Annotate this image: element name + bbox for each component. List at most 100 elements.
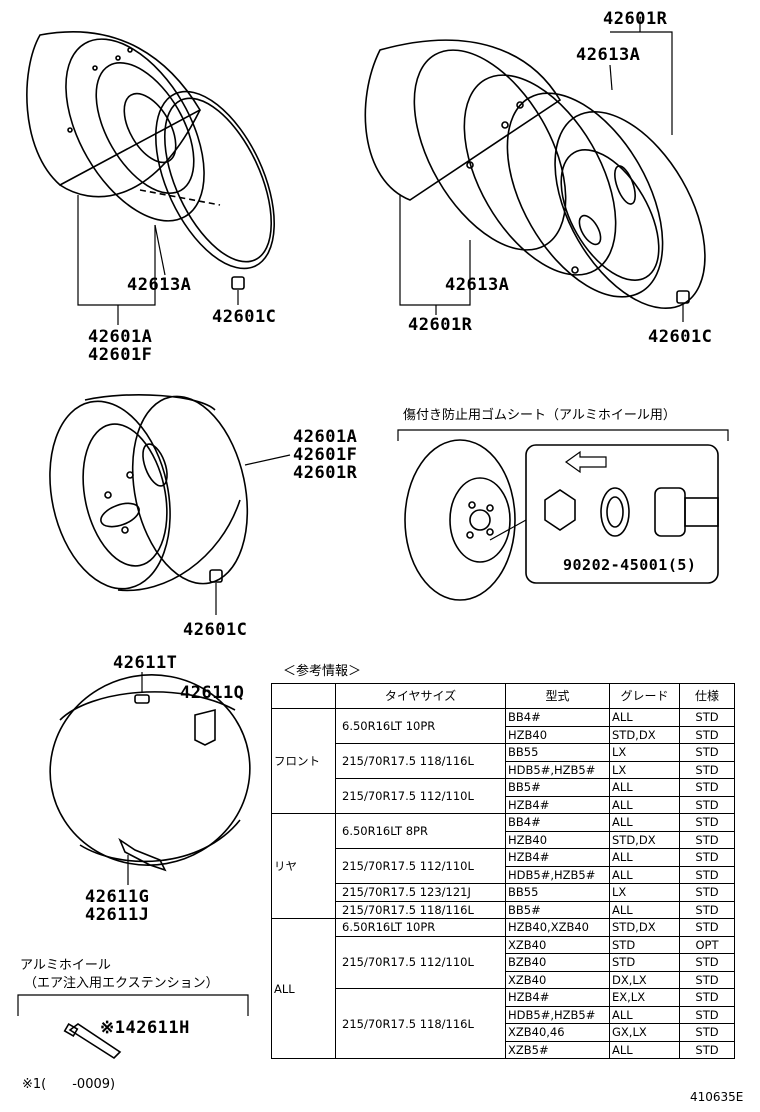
part-label-42601r-tr-top: 42601R	[603, 9, 668, 29]
table-header-row: タイヤサイズ 型式 グレード 仕様	[271, 683, 735, 709]
table-size-cell: 215/70R17.5 112/110L	[335, 848, 506, 884]
table-grade-cell: ALL	[609, 1040, 680, 1059]
part-label-42601a-tl: 42601A	[88, 327, 153, 347]
table-spec-cell: STD	[679, 883, 735, 902]
table-size-cell: 215/70R17.5 118/116L	[335, 988, 506, 1059]
ext-title-2: （エア注入用エクステンション）	[24, 976, 219, 991]
table-grade-cell: STD,DX	[609, 725, 680, 744]
table-group-cell: ALL	[271, 918, 336, 1059]
table-spec-cell: STD	[679, 988, 735, 1007]
tl-wheel-drawing	[26, 31, 275, 325]
header-grade: グレード	[609, 683, 680, 709]
table-model-cell: BB55	[505, 883, 610, 902]
part-label-42611q: 42611Q	[180, 683, 245, 703]
part-label-42601c-tr: 42601C	[648, 327, 713, 347]
header-tire-size: タイヤサイズ	[335, 683, 506, 709]
table-model-cell: HDB5#,HZB5#	[505, 1005, 610, 1024]
table-model-cell: BB5#	[505, 778, 610, 797]
table-model-cell: BB4#	[505, 708, 610, 727]
header-model: 型式	[505, 683, 610, 709]
part-label-42601f-tl: 42601F	[88, 345, 153, 365]
table-model-cell: BB4#	[505, 813, 610, 832]
table-size-cell: 215/70R17.5 123/121J	[335, 883, 506, 902]
table-grade-cell: STD,DX	[609, 830, 680, 849]
table-size-cell: 215/70R17.5 112/110L	[335, 935, 506, 989]
header-blank	[271, 683, 336, 709]
table-size-cell: 6.50R16LT 8PR	[335, 813, 506, 849]
diagram-id: 410635E	[690, 1090, 744, 1104]
table-spec-cell: STD	[679, 795, 735, 814]
table-grade-cell: ALL	[609, 900, 680, 919]
table-model-cell: XZB40	[505, 970, 610, 989]
table-spec-cell: STD	[679, 953, 735, 972]
reference-info-title: ＜参考情報＞	[283, 664, 362, 679]
table-spec-cell: STD	[679, 830, 735, 849]
table-size-cell: 215/70R17.5 118/116L	[335, 743, 506, 779]
part-label-42601c-tl: 42601C	[212, 307, 277, 327]
table-grade-cell: STD	[609, 935, 680, 954]
table-grade-cell: ALL	[609, 865, 680, 884]
table-spec-cell: STD	[679, 865, 735, 884]
table-spec-cell: STD	[679, 970, 735, 989]
table-model-cell: HZB40	[505, 725, 610, 744]
part-label-42601c-ml: 42601C	[183, 620, 248, 640]
table-spec-cell: STD	[679, 900, 735, 919]
table-grade-cell: LX	[609, 883, 680, 902]
part-label-42601r-ml: 42601R	[293, 463, 358, 483]
table-spec-cell: STD	[679, 708, 735, 727]
table-spec-cell: OPT	[679, 935, 735, 954]
header-spec: 仕様	[679, 683, 735, 709]
table-model-cell: HZB40,XZB40	[505, 918, 610, 937]
table-grade-cell: ALL	[609, 795, 680, 814]
table-grade-cell: LX	[609, 760, 680, 779]
part-label-42611t: 42611T	[113, 653, 178, 673]
table-grade-cell: ALL	[609, 813, 680, 832]
table-group-cell: フロント	[271, 708, 336, 814]
table-grade-cell: STD,DX	[609, 918, 680, 937]
part-label-42601a-ml: 42601A	[293, 427, 358, 447]
inset-drawing	[397, 429, 729, 601]
footnote: ※1( -0009)	[22, 1077, 116, 1092]
table-size-cell: 6.50R16LT 10PR	[335, 918, 506, 937]
ext-title-1: アルミホイール	[20, 958, 111, 973]
part-label-90202-45001: 90202-45001(5)	[563, 556, 697, 574]
table-spec-cell: STD	[679, 778, 735, 797]
part-label-42611h: ※142611H	[100, 1018, 190, 1038]
table-model-cell: HDB5#,HZB5#	[505, 760, 610, 779]
table-spec-cell: STD	[679, 1040, 735, 1059]
part-label-42601r-tr: 42601R	[408, 315, 473, 335]
part-label-42601f-ml: 42601F	[293, 445, 358, 465]
table-model-cell: BB5#	[505, 900, 610, 919]
table-spec-cell: STD	[679, 725, 735, 744]
table-spec-cell: STD	[679, 1005, 735, 1024]
table-size-cell: 6.50R16LT 10PR	[335, 708, 506, 744]
table-model-cell: XZB40	[505, 935, 610, 954]
table-grade-cell: LX	[609, 743, 680, 762]
table-spec-cell: STD	[679, 760, 735, 779]
table-model-cell: HZB4#	[505, 795, 610, 814]
table-grade-cell: ALL	[609, 778, 680, 797]
table-spec-cell: STD	[679, 743, 735, 762]
table-model-cell: HDB5#,HZB5#	[505, 865, 610, 884]
table-spec-cell: STD	[679, 918, 735, 937]
table-size-cell: 215/70R17.5 112/110L	[335, 778, 506, 814]
tr-wheel-drawing	[364, 18, 706, 322]
ext-drawing	[17, 994, 249, 1060]
table-model-cell: HZB40	[505, 830, 610, 849]
table-model-cell: XZB40,46	[505, 1023, 610, 1042]
table-grade-cell: ALL	[609, 1005, 680, 1024]
